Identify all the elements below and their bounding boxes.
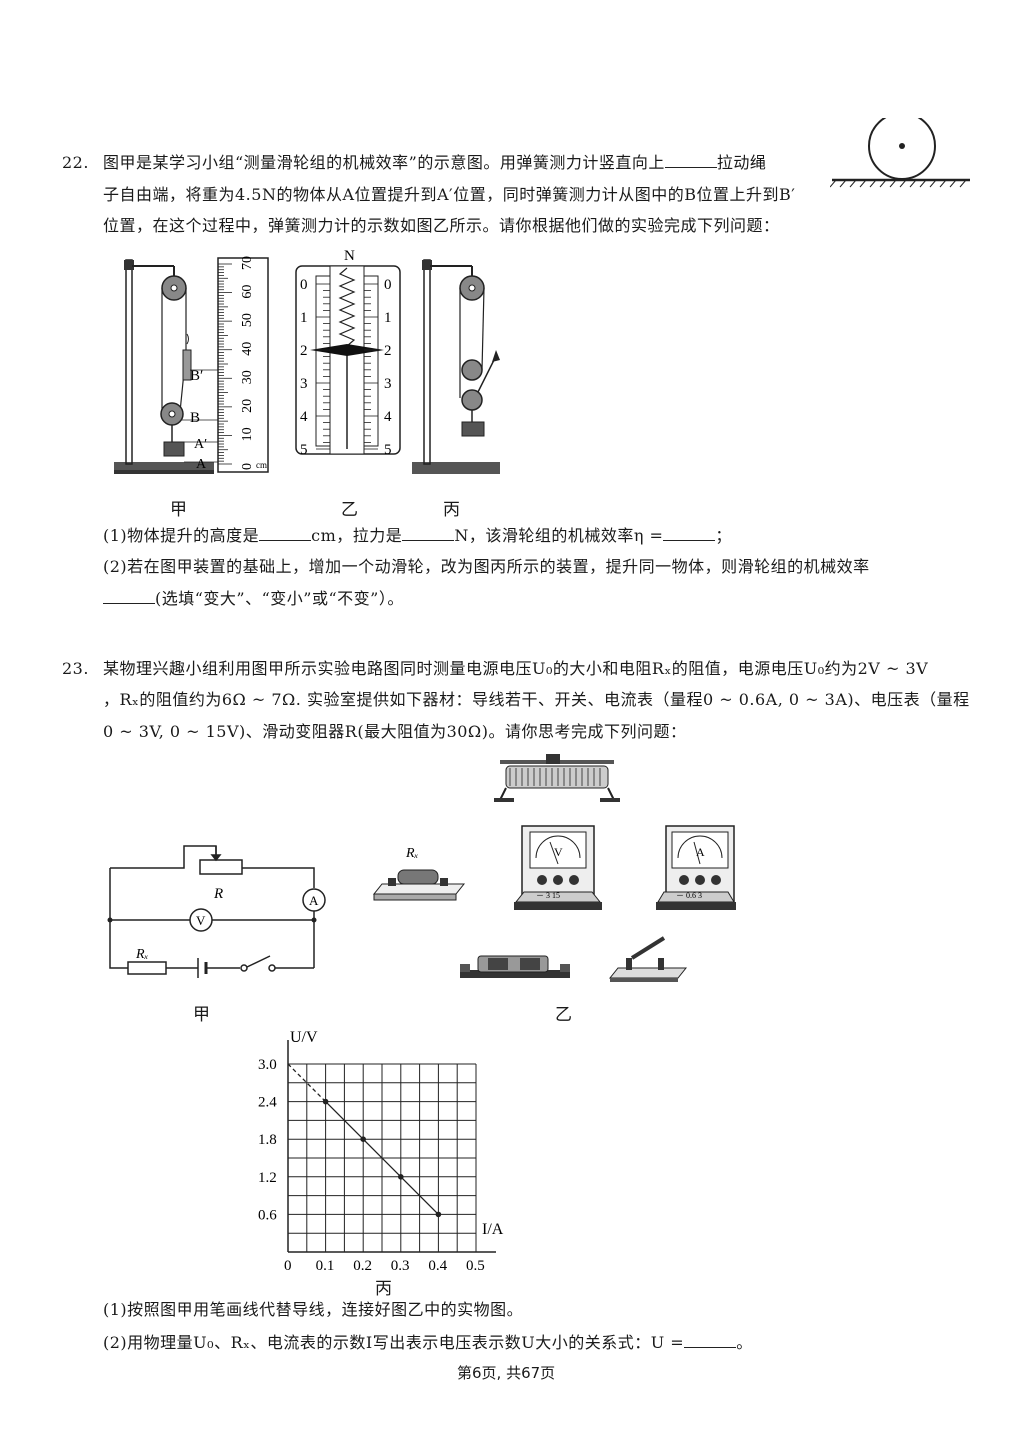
data-point [435, 1211, 442, 1218]
battery-device [460, 955, 570, 978]
q22-blank-direction[interactable] [664, 153, 717, 168]
q22-caption-yi: 乙 [341, 500, 358, 520]
data-point [322, 1098, 329, 1105]
q23-text-line1: 某物理兴趣小组利用图甲所示实验电路图同时测量电源电压U₀的大小和电阻Rₓ的阻值，… [103, 659, 929, 678]
q22-number: 22. [62, 153, 89, 172]
x-tick-label: 0 [284, 1258, 292, 1274]
svg-text:－ 3 15: － 3 15 [536, 891, 560, 900]
q23-ui-chart: 3.0 2.4 1.8 1.2 0.6 0 0.1 0.2 0.3 0.4 0.5 U/V I/A [258, 1029, 504, 1274]
q22-blank-height[interactable] [259, 526, 312, 541]
svg-text:－ 0.6 3: － 0.6 3 [676, 891, 702, 900]
series-line [325, 1101, 439, 1215]
meter-label: 0 [384, 277, 392, 293]
rolling-wheel-figure [830, 118, 970, 188]
q22-figure-bing [412, 259, 500, 474]
meter-label: 4 [384, 409, 392, 425]
y-tick-label: 0.6 [258, 1207, 277, 1223]
chart-ylabel: U/V [290, 1029, 318, 1046]
label-b-prime: B′ [190, 368, 203, 384]
q22-blank-force[interactable] [402, 526, 455, 541]
y-tick-label: 1.8 [258, 1132, 277, 1148]
q22-figure-yi: N 0 1 2 3 4 5 0 1 2 3 4 5 [295, 248, 401, 456]
q23-circuit-diagram: R A V Rₓ [107, 845, 326, 978]
data-point [398, 1174, 404, 1180]
y-tick-label: 1.2 [258, 1170, 277, 1186]
q22-blank-efficiency[interactable] [663, 526, 716, 541]
switch-device [608, 936, 688, 982]
label-b: B [190, 410, 200, 426]
q23-sub2: (2)用物理量U₀、Rₓ、电流表的示数I写出表示电压表示数U大小的关系式：U =… [103, 1333, 753, 1352]
ruler-unit: cm [256, 460, 267, 470]
svg-text:Rₓ: Rₓ [405, 846, 419, 861]
meter-label: 2 [300, 343, 308, 359]
ruler-label: 40 [240, 342, 255, 356]
ruler-label: 60 [240, 285, 255, 299]
rheostat-device [494, 754, 620, 802]
voltmeter-device: V － 3 15 [514, 825, 602, 910]
q23-sub1: (1)按照图甲用笔画线代替导线，连接好图乙中的实物图。 [103, 1300, 524, 1319]
svg-text:V: V [554, 845, 563, 859]
meter-label: 5 [300, 442, 308, 456]
ruler-label: 20 [240, 399, 255, 413]
q22-sub2-line2: (选填“变大”、“变小”或“不变”）。 [103, 589, 404, 609]
q22-text-line2: 子自由端，将重为4.5N的物体从A位置提升到A′位置，同时弹簧测力计从图中的B位… [103, 185, 796, 204]
ruler-label: 50 [240, 313, 255, 327]
circuit-label-v: V [196, 913, 206, 928]
x-tick-label: 0.5 [466, 1258, 485, 1274]
q22-caption-jia: 甲 [170, 500, 187, 520]
meter-label: 1 [300, 310, 308, 326]
circuit-label-rx: Rₓ [135, 947, 149, 962]
dashed-extension-line [287, 1063, 327, 1103]
meter-label: 3 [384, 376, 392, 392]
q23-text-line3: 0 ~ 3V, 0 ~ 15V)、滑动变阻器R(最大阻值为30Ω)。请你思考完成… [103, 722, 687, 741]
label-a-prime: A′ [194, 437, 207, 452]
meter-label: 3 [300, 376, 308, 392]
q22-caption-bing: 丙 [443, 500, 460, 520]
chart-xlabel: I/A [482, 1221, 504, 1238]
meter-label: 1 [384, 310, 392, 326]
ruler-label: 0 [240, 463, 255, 470]
x-tick-label: 0.3 [391, 1258, 410, 1274]
meter-unit: N [344, 248, 355, 264]
q23-blank-relation[interactable] [684, 1333, 737, 1348]
q23-text-line2: ，Rₓ的阻值约为6Ω ~ 7Ω. 实验室提供如下器材：导线若干、开关、电流表（量… [103, 690, 970, 709]
q23-apparatus: Rₓ V － 3 15 A － 0.6 3 [372, 754, 736, 982]
ruler-label: 30 [240, 370, 255, 384]
label-a: A [196, 457, 207, 472]
q22-text-line1: 图甲是某学习小组“测量滑轮组的机械效率”的示意图。用弹簧测力计竖直向上拉动绳 [103, 153, 767, 172]
q23-caption-jia: 甲 [193, 1005, 210, 1025]
meter-label: 2 [384, 343, 392, 359]
meter-label: 4 [300, 409, 308, 425]
q22-figure-jia: B′ B A′ A 70 60 50 40 30 20 10 0 cm [114, 256, 269, 474]
q23-caption-bing: 丙 [375, 1279, 392, 1299]
page-footer: 第6页, 共67页 [457, 1364, 556, 1382]
ammeter-device: A － 0.6 3 [656, 825, 736, 910]
svg-text:A: A [696, 845, 705, 859]
y-tick-label: 3.0 [258, 1057, 277, 1073]
x-tick-label: 0.4 [428, 1258, 447, 1274]
q22-blank-change[interactable] [103, 589, 155, 604]
x-tick-label: 0.1 [316, 1258, 335, 1274]
x-tick-label: 0.2 [353, 1258, 372, 1274]
circuit-label-a: A [309, 893, 319, 908]
circuit-label-r: R [213, 886, 223, 902]
data-point [360, 1136, 366, 1142]
q22-sub2: (2)若在图甲装置的基础上，增加一个动滑轮，改为图丙所示的装置，提升同一物体，则… [103, 557, 870, 576]
meter-label: 5 [384, 442, 392, 456]
q23-number: 23. [62, 659, 89, 678]
q23-caption-yi: 乙 [555, 1005, 572, 1025]
y-tick-label: 2.4 [258, 1095, 277, 1111]
meter-label: 0 [300, 277, 308, 293]
resistor-rx-device: Rₓ [372, 846, 466, 901]
ruler-label: 70 [240, 256, 255, 270]
q22-text-line3: 位置，在这个过程中，弹簧测力计的示数如图乙所示。请你根据他们做的实验完成下列问题… [103, 216, 780, 235]
ruler-label: 10 [240, 427, 255, 441]
